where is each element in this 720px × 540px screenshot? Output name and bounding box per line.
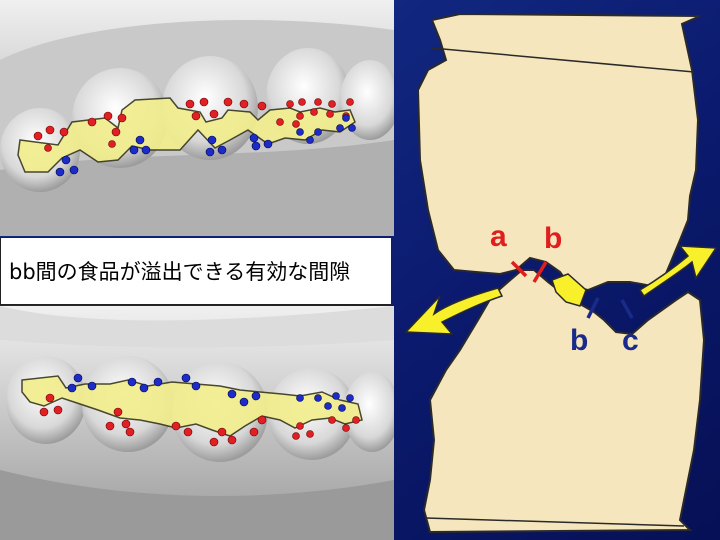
- schematic-food-bolus: [551, 273, 587, 307]
- upper-dental-cast-photo: [0, 0, 394, 236]
- left-outflow-arrow: [404, 287, 504, 335]
- contact-mark-b-red: [532, 261, 548, 283]
- lower-tooth-outline: [422, 269, 706, 534]
- upper-tooth-cej-line: [431, 47, 695, 73]
- right-outflow-arrow: [638, 245, 718, 298]
- upper-blue-contact-dots: [55, 114, 356, 177]
- contact-mark-c: [620, 299, 634, 319]
- caption-text: bb間の食品が溢出できる有効な間隙: [9, 260, 351, 284]
- label-b-bottom: b: [570, 324, 589, 357]
- lower-dental-cast-photo: [0, 306, 394, 540]
- contact-mark-b-navy: [586, 297, 600, 319]
- lower-tooth-cej-line: [425, 517, 685, 527]
- caption-box: bb間の食品が溢出できる有効な間隙: [0, 237, 392, 305]
- occlusion-schematic: [404, 12, 718, 534]
- label-c: c: [622, 324, 639, 357]
- contact-mark-a: [510, 260, 528, 278]
- label-a: a: [490, 220, 507, 253]
- upper-food-bolus: [17, 97, 356, 173]
- label-b-top: b: [544, 222, 563, 255]
- lower-blue-contact-dots: [67, 373, 354, 412]
- lower-red-contact-dots: [39, 393, 360, 447]
